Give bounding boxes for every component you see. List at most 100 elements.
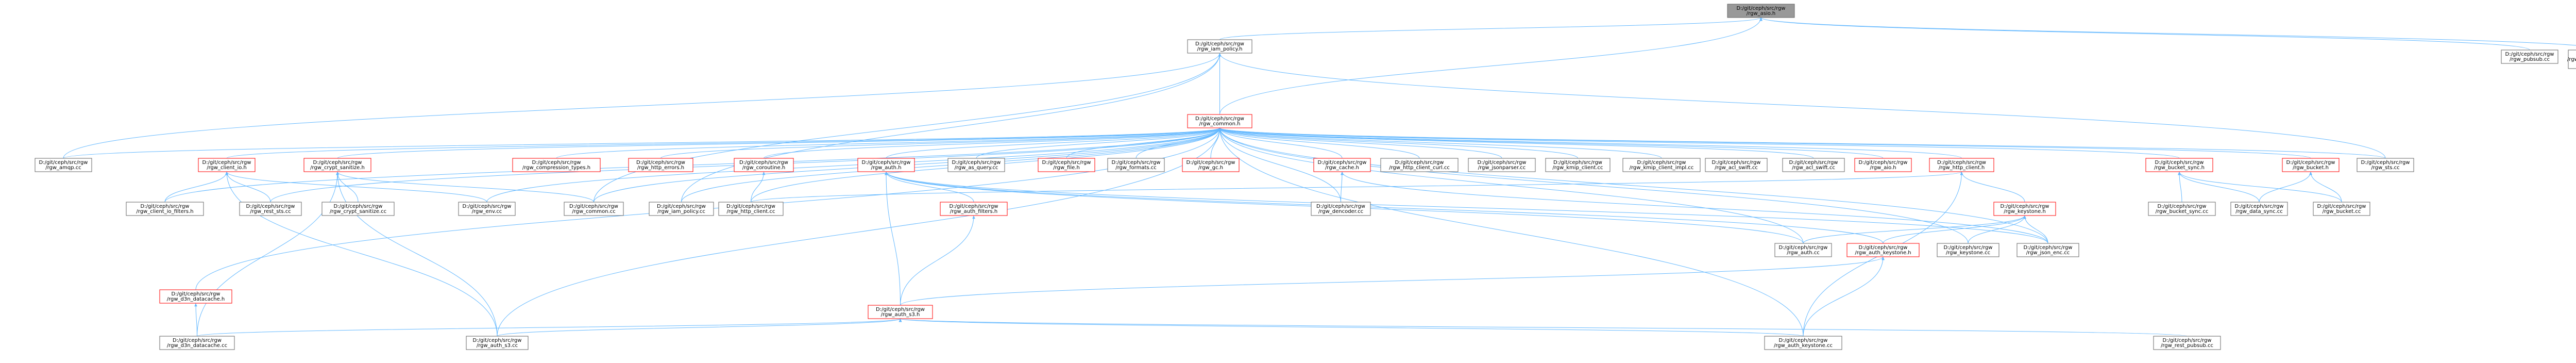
node-d3n-datacache-h[interactable]: D:/git/ceph/src/rgw/rgw_d3n_datacache.h bbox=[159, 289, 232, 304]
node-box bbox=[2148, 202, 2216, 216]
node-label-line-1: D:/git/ceph/src/rgw bbox=[2286, 160, 2335, 166]
node-crypt-sanitize-h[interactable]: D:/git/ceph/src/rgw/rgw_crypt_sanitize.h bbox=[303, 158, 371, 172]
edge-http_client_h-to-common_h bbox=[1218, 127, 1962, 159]
node-auth-keystone-cc[interactable]: D:/git/ceph/src/rgw/rgw_auth_keystone.cc bbox=[1764, 336, 1842, 350]
node-kmip-client-cc[interactable]: D:/git/ceph/src/rgw/rgw_kmip_client.cc bbox=[1545, 158, 1611, 172]
node-http-client-curl-cc[interactable]: D:/git/ceph/src/rgw/rgw_http_client_curl… bbox=[1380, 158, 1459, 172]
node-label-line-1: D:/git/ceph/src/rgw bbox=[1395, 160, 1444, 166]
node-auth-filters-h[interactable]: D:/git/ceph/src/rgw/rgw_auth_filters.h bbox=[940, 202, 1008, 216]
node-pubsub-cc[interactable]: D:/git/ceph/src/rgw/rgw_pubsub.cc bbox=[2501, 50, 2558, 64]
node-label-line-2: /rgw_rest_pubsub.cc bbox=[2161, 343, 2213, 349]
edge-data_sync_cc-to-bucket_h bbox=[2259, 171, 2312, 203]
node-label-line-2: /rgw_acl_swift.cc bbox=[1792, 165, 1835, 171]
node-label-line-2: /rgw_iam_policy.cc bbox=[657, 209, 705, 214]
node-box bbox=[1380, 158, 1459, 172]
node-box bbox=[868, 305, 933, 319]
node-label-line-1: D:/git/ceph/src/rgw bbox=[141, 204, 190, 209]
node-dencoder-cc[interactable]: D:/git/ceph/src/rgw/rgw_dencoder.cc bbox=[1311, 202, 1371, 216]
node-box bbox=[1182, 158, 1240, 172]
node-box bbox=[1622, 158, 1701, 172]
edge-http_client_cc-to-http_client_h bbox=[751, 171, 1963, 203]
node-box bbox=[649, 202, 714, 216]
node-jsonparser-cc[interactable]: D:/git/ceph/src/rgw/rgw_jsonparser.cc bbox=[1468, 158, 1536, 172]
node-box bbox=[1764, 336, 1842, 350]
node-label-line-1: D:/git/ceph/src/rgw bbox=[1316, 204, 1365, 209]
node-data-sync-cc[interactable]: D:/git/ceph/src/rgw/rgw_data_sync.cc bbox=[2230, 202, 2288, 216]
node-iam-policy-h[interactable]: D:/git/ceph/src/rgw/rgw_iam_policy.h bbox=[1187, 39, 1252, 54]
node-label-line-2: /rgw_auth_keystone.cc bbox=[1774, 343, 1833, 349]
node-aio-h[interactable]: D:/git/ceph/src/rgw/rgw_aio.h bbox=[1854, 158, 1912, 172]
node-common-cc[interactable]: D:/git/ceph/src/rgw/rgw_common.cc bbox=[564, 202, 624, 216]
edge-bucket_sync_h-to-common_h bbox=[1218, 127, 2180, 159]
node-rest-sts-cc[interactable]: D:/git/ceph/src/rgw/rgw_rest_sts.cc bbox=[239, 202, 302, 216]
node-d3n-datacache-cc[interactable]: D:/git/ceph/src/rgw/rgw_d3n_datacache.cc bbox=[159, 336, 235, 350]
edge-compression_types_h-to-common_h bbox=[556, 127, 1222, 159]
node-label-line-2: /rgw_as_query.cc bbox=[955, 165, 998, 171]
node-kmip-client-impl-cc[interactable]: D:/git/ceph/src/rgw/rgw_kmip_client_impl… bbox=[1622, 158, 1701, 172]
node-sync-module-pubsub-rest-cc[interactable]: D:/git/ceph/src/rgw/rgw_sync_module_pubs… bbox=[2567, 50, 2576, 69]
node-sts-cc[interactable]: D:/git/ceph/src/rgw/rgw_sts.cc bbox=[2357, 158, 2414, 172]
node-box bbox=[1937, 243, 1999, 257]
node-keystone-h[interactable]: D:/git/ceph/src/rgw/rgw_keystone.h bbox=[1993, 202, 2056, 216]
edge-sync_module_pubsub_rest_cc-to-root bbox=[1759, 17, 2576, 46]
node-box bbox=[718, 202, 784, 216]
node-http-errors-h[interactable]: D:/git/ceph/src/rgw/rgw_http_errors.h bbox=[628, 158, 693, 172]
edge-auth_h-to-common_h bbox=[886, 127, 1222, 159]
node-http-client-h[interactable]: D:/git/ceph/src/rgw/rgw_http_client.h bbox=[1929, 158, 1994, 172]
node-gc-h[interactable]: D:/git/ceph/src/rgw/rgw_gc.h bbox=[1182, 158, 1240, 172]
edge-auth_s3_h-to-auth_filters_h bbox=[900, 215, 975, 306]
node-file-h[interactable]: D:/git/ceph/src/rgw/rgw_file.h bbox=[1038, 158, 1095, 172]
node-box bbox=[1311, 202, 1371, 216]
node-root[interactable]: D:/git/ceph/src/rgw/rgw_asio.h bbox=[1727, 4, 1795, 18]
node-auth-keystone-h[interactable]: D:/git/ceph/src/rgw/rgw_auth_keystone.h bbox=[1846, 243, 1920, 257]
node-bucket-cc[interactable]: D:/git/ceph/src/rgw/rgw_bucket.cc bbox=[2313, 202, 2370, 216]
node-bucket-sync-cc[interactable]: D:/git/ceph/src/rgw/rgw_bucket_sync.cc bbox=[2148, 202, 2216, 216]
node-label-line-2: /rgw_keystone.cc bbox=[1946, 250, 1990, 256]
node-label-line-1: D:/git/ceph/src/rgw bbox=[1712, 160, 1761, 166]
node-as-query-cc[interactable]: D:/git/ceph/src/rgw/rgw_as_query.cc bbox=[947, 158, 1005, 172]
node-box bbox=[1727, 4, 1795, 18]
node-auth-s3-cc[interactable]: D:/git/ceph/src/rgw/rgw_auth_s3.cc bbox=[466, 336, 529, 350]
node-crypt-sanitize-cc[interactable]: D:/git/ceph/src/rgw/rgw_crypt_sanitize.c… bbox=[321, 202, 395, 216]
node-client-io-h[interactable]: D:/git/ceph/src/rgw/rgw_client_io.h bbox=[198, 158, 256, 172]
edge-dencoder_cc-to-common_h bbox=[1218, 127, 1341, 203]
node-amqp-cc[interactable]: D:/git/ceph/src/rgw/rgw_amqp.cc bbox=[35, 158, 92, 172]
node-auth-h[interactable]: D:/git/ceph/src/rgw/rgw_auth.h bbox=[857, 158, 915, 172]
node-label-line-1: D:/git/ceph/src/rgw bbox=[532, 160, 581, 166]
node-label-line-2: /rgw_kmip_client_impl.cc bbox=[1630, 165, 1694, 171]
edge-sts_cc-to-common_h bbox=[1218, 127, 2386, 159]
node-formats-cc[interactable]: D:/git/ceph/src/rgw/rgw_formats.cc bbox=[1107, 158, 1165, 172]
edge-pubsub_cc-to-root bbox=[1759, 17, 2530, 51]
node-bucket-h[interactable]: D:/git/ceph/src/rgw/rgw_bucket.h bbox=[2282, 158, 2340, 172]
edge-auth_s3_cc-to-auth_s3_h bbox=[497, 318, 902, 337]
node-acl-swift-cc2[interactable]: D:/git/ceph/src/rgw/rgw_acl_swift.cc bbox=[1782, 158, 1845, 172]
node-label-line-2: /rgw_gc.h bbox=[1198, 165, 1223, 171]
node-iam-policy-cc[interactable]: D:/git/ceph/src/rgw/rgw_iam_policy.cc bbox=[649, 202, 714, 216]
node-auth-cc[interactable]: D:/git/ceph/src/rgw/rgw_auth.cc bbox=[1774, 243, 1832, 257]
node-auth-s3-h[interactable]: D:/git/ceph/src/rgw/rgw_auth_s3.h bbox=[868, 305, 933, 319]
node-label-line-2: /rgw_bucket_sync.h bbox=[2154, 165, 2205, 171]
node-compression-types-h[interactable]: D:/git/ceph/src/rgw/rgw_compression_type… bbox=[512, 158, 601, 172]
node-label-line-1: D:/git/ceph/src/rgw bbox=[473, 338, 522, 343]
node-keystone-cc[interactable]: D:/git/ceph/src/rgw/rgw_keystone.cc bbox=[1937, 243, 1999, 257]
node-label-line-1: D:/git/ceph/src/rgw bbox=[1937, 160, 1986, 166]
node-http-client-cc[interactable]: D:/git/ceph/src/rgw/rgw_http_client.cc bbox=[718, 202, 784, 216]
node-coroutine-h[interactable]: D:/git/ceph/src/rgw/rgw_coroutine.h bbox=[734, 158, 794, 172]
node-label-line-1: D:/git/ceph/src/rgw bbox=[569, 204, 618, 209]
node-common-h[interactable]: D:/git/ceph/src/rgw/rgw_common.h bbox=[1187, 114, 1252, 128]
node-label-line-1: D:/git/ceph/src/rgw bbox=[334, 204, 383, 209]
node-acl-swift-cc[interactable]: D:/git/ceph/src/rgw/rgw_acl_swift.cc bbox=[1705, 158, 1768, 172]
node-label-line-2: /rgw_auth_s3.cc bbox=[477, 343, 518, 349]
node-bucket-sync-h[interactable]: D:/git/ceph/src/rgw/rgw_bucket_sync.h bbox=[2145, 158, 2213, 172]
node-json-enc-cc[interactable]: D:/git/ceph/src/rgw/rgw_json_enc.cc bbox=[2016, 243, 2079, 257]
edge-auth_cc-to-keystone_h bbox=[1803, 215, 2026, 244]
node-env-cc[interactable]: D:/git/ceph/src/rgw/rgw_env.cc bbox=[458, 202, 516, 216]
node-cache-h[interactable]: D:/git/ceph/src/rgw/rgw_cache.h bbox=[1313, 158, 1371, 172]
edge-auth_keystone_h-to-keystone_h bbox=[1883, 215, 2026, 244]
node-client-io-filters-h[interactable]: D:/git/ceph/src/rgw/rgw_client_io_filter… bbox=[126, 202, 204, 216]
node-label-line-2: /rgw_rest_sts.cc bbox=[250, 209, 291, 214]
node-box bbox=[2313, 202, 2370, 216]
node-box bbox=[1846, 243, 1920, 257]
node-rest-pubsub-cc[interactable]: D:/git/ceph/src/rgw/rgw_rest_pubsub.cc bbox=[2153, 336, 2221, 350]
node-label-line-2: /rgw_auth.cc bbox=[1787, 250, 1820, 256]
